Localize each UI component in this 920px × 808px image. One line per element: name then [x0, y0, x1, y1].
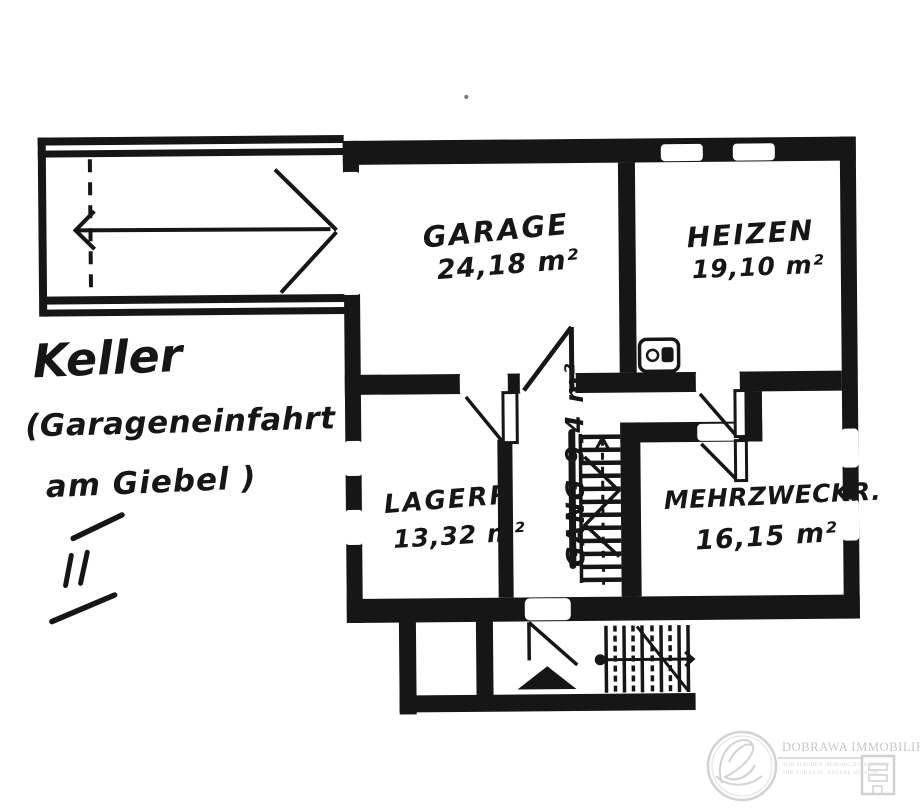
porch-wall-bottom [399, 692, 696, 713]
door-gap-lagerr [459, 371, 508, 396]
driveway-ramp [37, 135, 346, 317]
staircase-exterior [594, 625, 696, 693]
entrance-door-opening [524, 598, 571, 621]
plan-title: Keller [31, 327, 184, 389]
entrance-porch [398, 619, 696, 715]
room-area-heizen: 19,10 m² [691, 249, 826, 285]
line-of-travel [595, 434, 610, 585]
ramp-direction-arrow [72, 209, 331, 251]
handrail [568, 429, 577, 570]
wall-lagerr-gang [497, 439, 514, 598]
gang-area: 9.4 m² [559, 361, 590, 464]
exterior-line-of-travel [594, 650, 696, 668]
porch-wall-inner [475, 619, 494, 696]
garage-door-opening [341, 171, 362, 295]
window-top-2 [732, 143, 775, 161]
window-right-2 [841, 499, 860, 541]
wall-bottom [346, 594, 860, 623]
wall-right [839, 136, 860, 619]
wall-openings [341, 143, 860, 621]
window-top-1 [660, 143, 703, 162]
window-right-1 [841, 428, 859, 468]
door-gang-mehrzweck [700, 438, 749, 483]
wall-top [342, 136, 856, 166]
room-label-gang: GANG 9.4 m² [560, 362, 591, 568]
staircase-interior [568, 429, 622, 585]
scan-speck [464, 94, 469, 99]
ramp-center-dashed-line [87, 159, 94, 296]
wall-middle [344, 370, 842, 396]
garage-gate-swing [273, 168, 338, 294]
window-left-2 [344, 509, 364, 545]
hand-marks [49, 94, 469, 625]
wall-corridor-post [743, 391, 763, 442]
window-left-1 [344, 440, 363, 476]
entrance-arrow [517, 666, 577, 690]
door-garage-gang [522, 325, 575, 392]
door-entrance [527, 621, 579, 667]
wall-garage-heizen [617, 162, 637, 373]
door-gang-heizen [698, 388, 748, 439]
gang-name: GANG [560, 477, 591, 568]
wall-gang-mehrzweck [620, 422, 642, 597]
door-swings [464, 325, 749, 667]
boiler-icon [637, 337, 681, 374]
porch-wall-left-stub [398, 620, 417, 715]
door-gap-heizen [695, 369, 740, 394]
door-gang-lagerr [464, 390, 519, 445]
